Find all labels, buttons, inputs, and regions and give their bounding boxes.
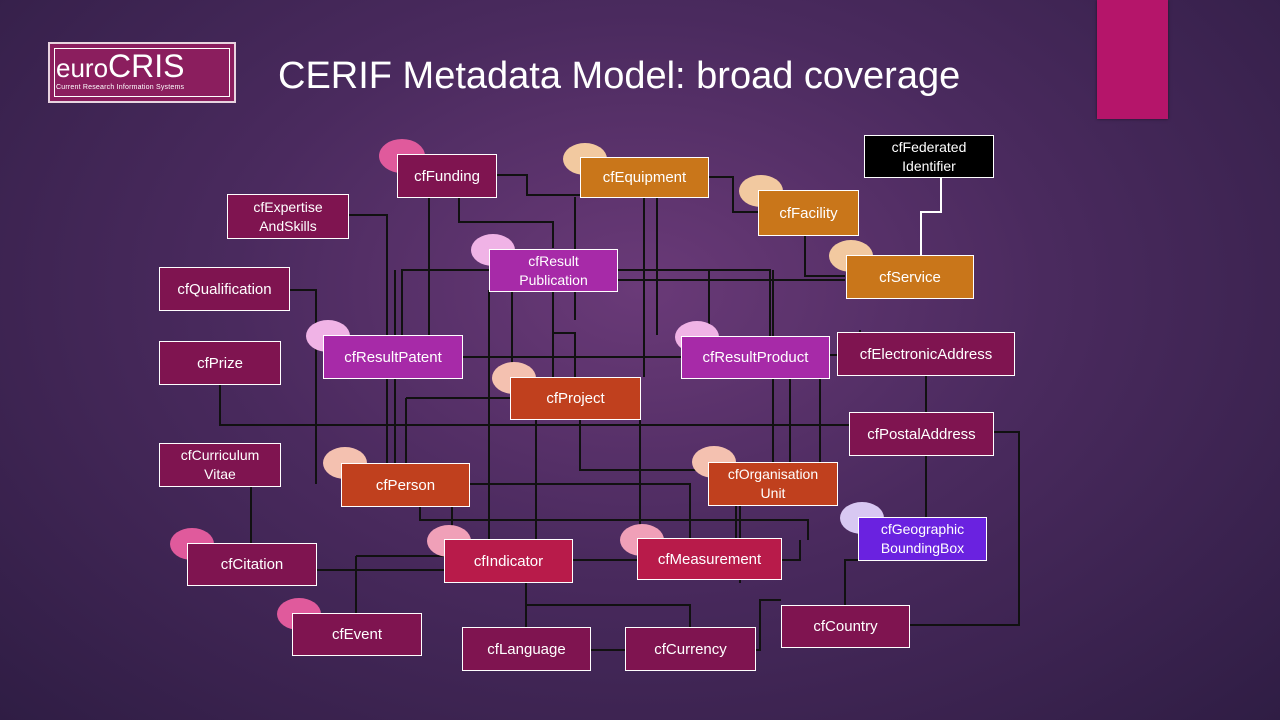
entity-cf-country[interactable]: cfCountry — [781, 605, 910, 648]
eurocris-logo[interactable]: euroCRIS Current Research Information Sy… — [48, 42, 236, 103]
accent-bar — [1097, 0, 1168, 119]
entity-cf-electronic-address[interactable]: cfElectronicAddress — [837, 332, 1015, 376]
entity-cf-language[interactable]: cfLanguage — [462, 627, 591, 671]
entity-cf-person[interactable]: cfPerson — [341, 463, 470, 507]
entity-cf-result-publication[interactable]: cfResult Publication — [489, 249, 618, 292]
entity-cf-result-patent[interactable]: cfResultPatent — [323, 335, 463, 379]
entity-cf-facility[interactable]: cfFacility — [758, 190, 859, 236]
entity-cf-equipment[interactable]: cfEquipment — [580, 157, 709, 198]
entity-cf-curriculum-vitae[interactable]: cfCurriculum Vitae — [159, 443, 281, 487]
entity-cf-indicator[interactable]: cfIndicator — [444, 539, 573, 583]
entity-cf-qualification[interactable]: cfQualification — [159, 267, 290, 311]
entity-cf-federated-identifier[interactable]: cfFederated Identifier — [864, 135, 994, 178]
entity-cf-project[interactable]: cfProject — [510, 377, 641, 420]
entity-cf-service[interactable]: cfService — [846, 255, 974, 299]
logo-frame — [54, 48, 230, 97]
logo-subtitle: Current Research Information Systems — [56, 84, 185, 91]
entity-cf-measurement[interactable]: cfMeasurement — [637, 538, 782, 580]
entity-cf-event[interactable]: cfEvent — [292, 613, 422, 656]
entity-cf-citation[interactable]: cfCitation — [187, 543, 317, 586]
entity-cf-prize[interactable]: cfPrize — [159, 341, 281, 385]
logo-wordmark: euroCRIS — [56, 48, 185, 86]
slide-title: CERIF Metadata Model: broad coverage — [278, 55, 961, 97]
logo-word-cris: CRIS — [108, 48, 185, 84]
entity-cf-result-product[interactable]: cfResultProduct — [681, 336, 830, 379]
entity-cf-currency[interactable]: cfCurrency — [625, 627, 756, 671]
logo-word-euro: euro — [56, 53, 109, 83]
entity-cf-postal-address[interactable]: cfPostalAddress — [849, 412, 994, 456]
entity-cf-geographic-bounding-box[interactable]: cfGeographic BoundingBox — [858, 517, 987, 561]
entity-cf-organisation-unit[interactable]: cfOrganisation Unit — [708, 462, 838, 506]
entity-cf-funding[interactable]: cfFunding — [397, 154, 497, 198]
entity-cf-expertise-and-skills[interactable]: cfExpertise AndSkills — [227, 194, 349, 239]
